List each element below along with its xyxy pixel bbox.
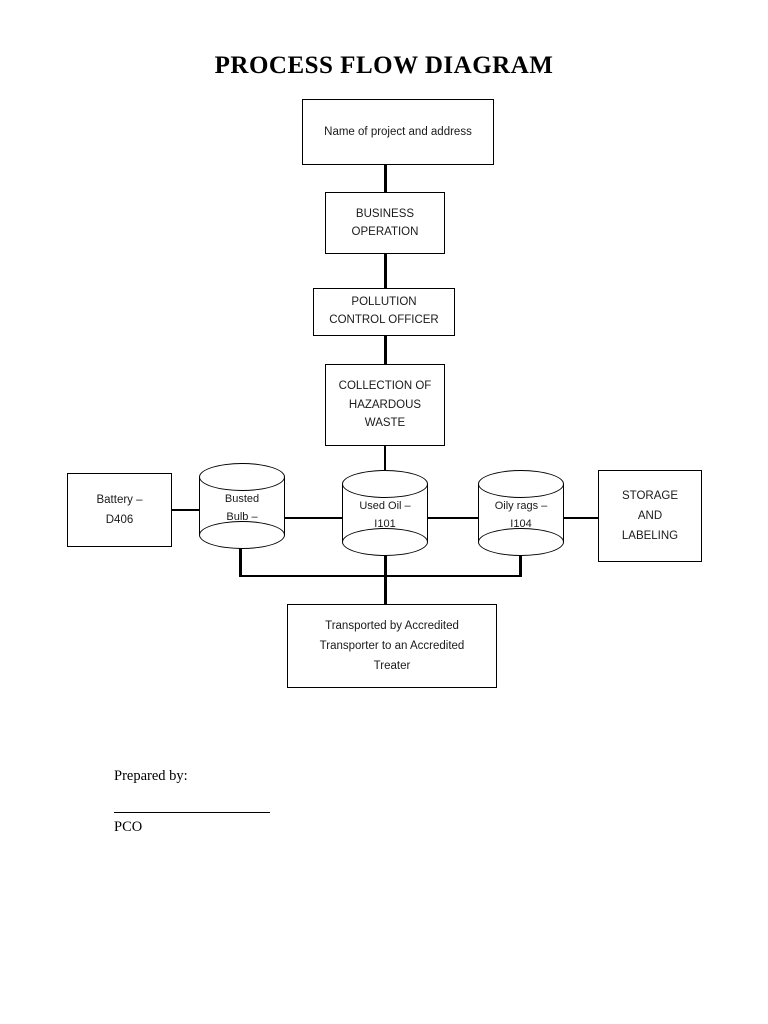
cylinder-bottom-ellipse (478, 528, 564, 556)
cylinder-bottom-ellipse (199, 521, 285, 549)
signatory-role-label: PCO (114, 819, 143, 835)
signature-line[interactable] (114, 811, 270, 813)
node-battery[interactable]: Battery – D406 (67, 473, 172, 547)
connector-battery-to-busted-bulb (171, 509, 201, 511)
node-collection-of-hazardous-waste[interactable]: COLLECTION OF HAZARDOUS WASTE (325, 364, 445, 446)
connector-bus-to-transport (384, 575, 388, 605)
connector-project-to-business (384, 165, 388, 193)
cylinder-top-ellipse (199, 463, 285, 491)
node-business-operation-label: BUSINESS OPERATION (351, 207, 419, 238)
cylinder-top-ellipse (342, 470, 428, 498)
footer-signature-block: Prepared by: PCO (114, 768, 434, 836)
node-collection-of-hazardous-waste-label: COLLECTION OF HAZARDOUS WASTE (338, 379, 432, 430)
node-transported-label: Transported by Accredited Transporter to… (319, 619, 465, 673)
connector-pco-to-collection (384, 336, 388, 365)
connector-drop-used-oil (384, 551, 388, 579)
node-battery-label: Battery – D406 (96, 493, 143, 526)
connector-business-to-pco (384, 254, 388, 289)
connector-used-oil-to-oily-rags (426, 517, 480, 519)
node-busted-bulb[interactable]: Busted Bulb – (199, 463, 285, 549)
node-project-name-label: Name of project and address (324, 125, 472, 138)
connector-oily-rags-to-storage (562, 517, 600, 519)
connector-drop-busted-bulb (239, 545, 243, 577)
connector-collection-to-used-oil (384, 446, 386, 482)
connector-busted-bulb-to-used-oil (283, 517, 344, 519)
node-used-oil[interactable]: Used Oil – I101 (342, 470, 428, 556)
node-storage-and-labeling-label: STORAGE AND LABELING (621, 489, 679, 543)
node-oily-rags-label: Oily rags – I104 (494, 500, 548, 530)
node-storage-and-labeling[interactable]: STORAGE AND LABELING (598, 470, 702, 562)
node-pollution-control-officer-label: POLLUTION CONTROL OFFICER (329, 296, 439, 326)
node-transported-by-accredited-transporter[interactable]: Transported by Accredited Transporter to… (287, 604, 497, 688)
connector-drop-oily-rags (519, 551, 523, 577)
node-used-oil-label: Used Oil – I101 (359, 500, 411, 530)
node-business-operation[interactable]: BUSINESS OPERATION (325, 192, 445, 254)
prepared-by-label: Prepared by: (114, 768, 188, 784)
cylinder-bottom-ellipse (342, 528, 428, 556)
node-oily-rags[interactable]: Oily rags – I104 (478, 470, 564, 556)
node-busted-bulb-label: Busted Bulb – (224, 493, 260, 523)
node-project-name[interactable]: Name of project and address (302, 99, 494, 165)
node-pollution-control-officer[interactable]: POLLUTION CONTROL OFFICER (313, 288, 455, 336)
cylinder-top-ellipse (478, 470, 564, 498)
page-title: PROCESS FLOW DIAGRAM (214, 52, 554, 79)
connector-collection-bus (239, 575, 521, 577)
